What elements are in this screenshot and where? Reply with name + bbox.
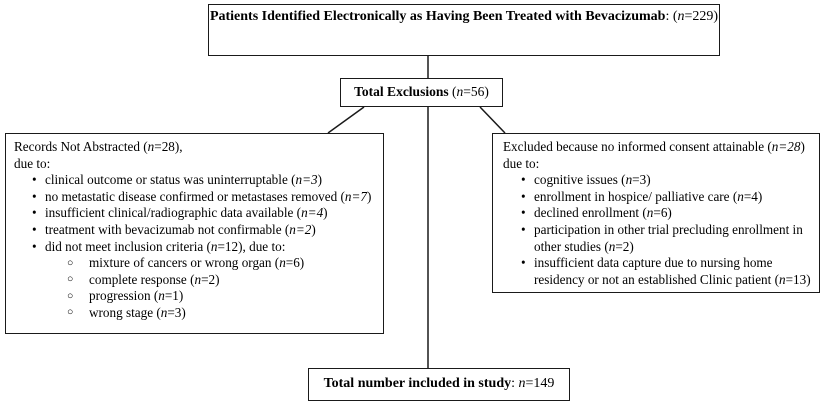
total-exclusions-label: Total Exclusions (n=56) bbox=[354, 84, 489, 99]
no-consent-title: Excluded because no informed consent att… bbox=[503, 139, 805, 154]
list-item: insufficient data capture due to nursing… bbox=[521, 255, 815, 288]
list-item: cognitive issues (n=3) bbox=[521, 172, 815, 189]
list-item: clinical outcome or status was uninterru… bbox=[32, 172, 379, 189]
list-item: participation in other trial precluding … bbox=[521, 222, 815, 255]
total-exclusions-box: Total Exclusions (n=56) bbox=[340, 78, 503, 107]
sub-list-item: progression (n=1) bbox=[67, 288, 379, 305]
total-included-label: Total number included in study: n=149 bbox=[323, 376, 555, 391]
no-consent-list: cognitive issues (n=3)enrollment in hosp… bbox=[503, 172, 815, 288]
sub-list-item: wrong stage (n=3) bbox=[67, 305, 379, 322]
top-box-label: Patients Identified Electronically as Ha… bbox=[209, 9, 719, 24]
records-not-abstracted-subtitle: due to: bbox=[14, 155, 51, 171]
top-box: Patients Identified Electronically as Ha… bbox=[208, 4, 720, 56]
list-item: declined enrollment (n=6) bbox=[521, 205, 815, 222]
list-item: insufficient clinical/radiographic data … bbox=[32, 205, 379, 222]
list-item: enrollment in hospice/ palliative care (… bbox=[521, 189, 815, 206]
connector-exclusions-to-left-box bbox=[327, 106, 365, 134]
no-consent-subtitle: due to: bbox=[503, 155, 540, 171]
total-included-box: Total number included in study: n=149 bbox=[308, 368, 570, 401]
no-consent-box: Excluded because no informed consent att… bbox=[492, 133, 820, 293]
sub-list-item: mixture of cancers or wrong organ (n=6) bbox=[67, 255, 379, 272]
sub-list-item: complete response (n=2) bbox=[67, 272, 379, 289]
records-not-abstracted-box: Records Not Abstracted (n=28), due to: c… bbox=[5, 133, 384, 334]
connector-exclusions-to-right-box bbox=[479, 106, 506, 134]
list-item: treatment with bevacizumab not confirmab… bbox=[32, 222, 379, 239]
list-item: no metastatic disease confirmed or metas… bbox=[32, 189, 379, 206]
list-item: did not meet inclusion criteria (n=12), … bbox=[32, 239, 379, 322]
sub-list: mixture of cancers or wrong organ (n=6)c… bbox=[45, 255, 379, 321]
records-not-abstracted-title: Records Not Abstracted (n=28), bbox=[14, 139, 183, 154]
records-not-abstracted-list: clinical outcome or status was uninterru… bbox=[14, 172, 379, 321]
